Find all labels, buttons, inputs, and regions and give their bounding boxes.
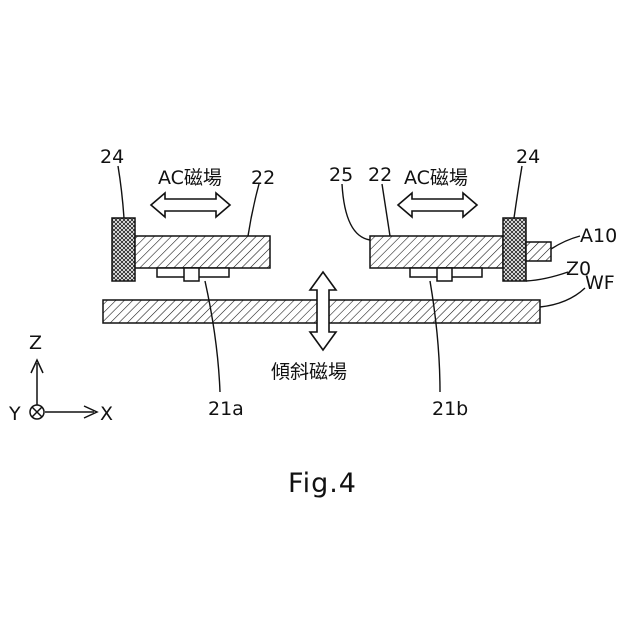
label-24-left: 24: [100, 146, 124, 168]
label-ac-field-left: AC磁場: [158, 167, 222, 189]
sensor-21b-chip: [437, 268, 452, 281]
sensor-21a-chip: [184, 268, 199, 281]
arm-left: [135, 236, 270, 268]
holder-left: [112, 218, 135, 281]
label-a10: A10: [580, 225, 617, 247]
label-22-right: 22: [368, 164, 392, 186]
holder-right: [503, 218, 526, 281]
label-24-right: 24: [516, 146, 540, 168]
leader-a10: [551, 236, 580, 249]
axis-z-label: Z: [29, 332, 42, 354]
leader-z0: [526, 272, 568, 281]
leader-21b: [430, 281, 440, 392]
figure-caption: Fig.4: [288, 468, 357, 499]
label-21a: 21a: [208, 398, 244, 420]
axis-x-label: X: [100, 403, 113, 425]
label-tilt-field: 傾斜磁場: [271, 361, 347, 383]
label-ac-field-right: AC磁場: [404, 167, 468, 189]
label-22-left: 22: [251, 167, 275, 189]
leader-24-right: [514, 166, 522, 218]
block-a10: [526, 242, 551, 261]
label-25: 25: [329, 164, 353, 186]
leader-22-right: [382, 184, 390, 236]
leader-25: [342, 184, 370, 240]
label-21b: 21b: [432, 398, 468, 420]
arm-right: [370, 236, 503, 268]
leader-24-left: [118, 166, 124, 218]
ac-field-arrow-left: [151, 193, 230, 217]
leader-21a: [205, 281, 220, 392]
label-wf: WF: [585, 272, 615, 294]
leader-22-left: [248, 184, 259, 236]
leader-wf: [540, 288, 585, 307]
ac-field-arrow-right: [398, 193, 477, 217]
axis-y-label: Y: [8, 403, 21, 425]
